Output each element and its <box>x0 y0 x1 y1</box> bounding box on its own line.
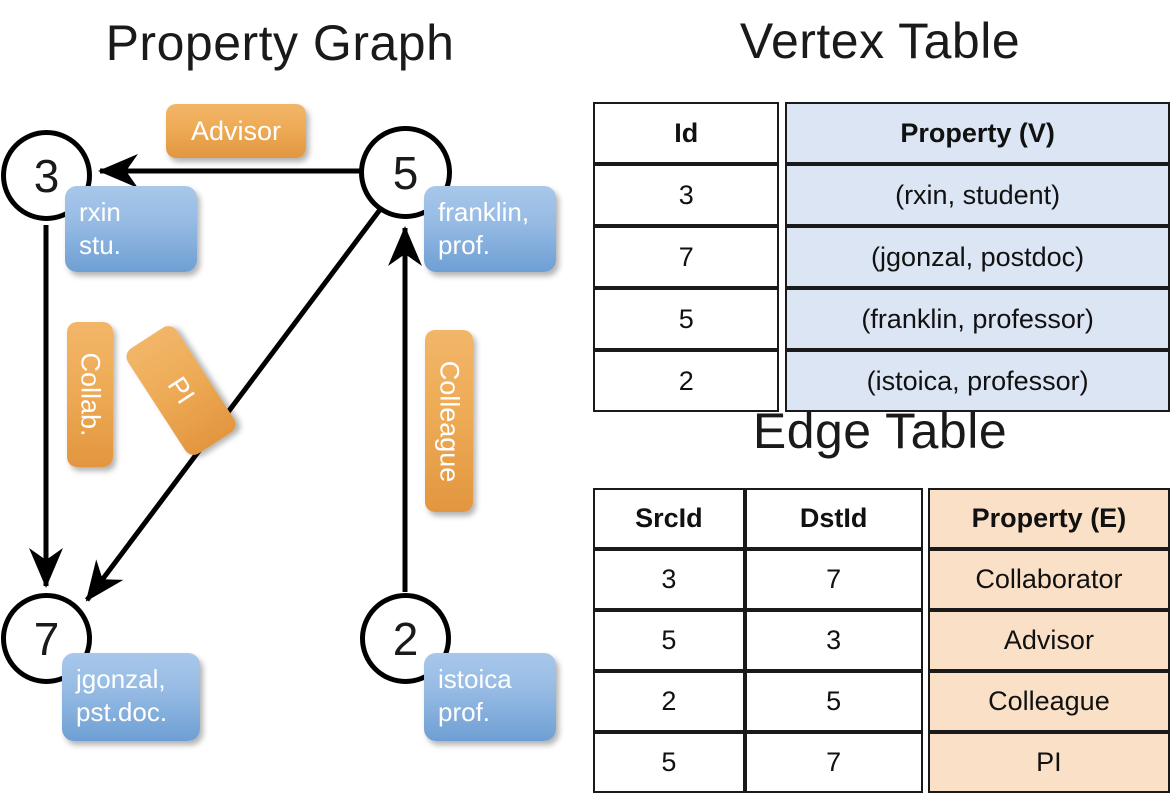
edge-row-1-dst: 3 <box>744 610 923 671</box>
node-property-box-5: franklin, prof. <box>424 186 556 272</box>
edge-row-0-property: Collaborator <box>927 549 1170 610</box>
vertex-table-column-gap <box>779 102 786 164</box>
node-property-3-line2: stu. <box>79 230 121 261</box>
edge-row-0-src: 3 <box>593 549 745 610</box>
edge-table-header-property: Property (E) <box>927 488 1170 549</box>
edge-row-1-gap <box>922 610 928 671</box>
vertex-row-3-property: (istoica, professor) <box>785 350 1170 412</box>
vertex-row-3-id: 2 <box>593 350 780 412</box>
vertex-row-2-id: 5 <box>593 288 780 350</box>
graph-node-5-label: 5 <box>392 146 419 199</box>
table-row[interactable]: 5 (franklin, professor) <box>593 288 1170 350</box>
vertex-table: Id Property (V) 3 (rxin, student) 7 (jgo… <box>593 102 1170 412</box>
vertex-row-0-property: (rxin, student) <box>785 164 1170 226</box>
graph-edge-lines <box>29 154 422 602</box>
node-property-3-line1: rxin <box>79 197 121 227</box>
vertex-row-2-gap <box>779 288 786 350</box>
edge-table: SrcId DstId Property (E) 3 7 Collaborato… <box>593 488 1170 793</box>
edge-table-header-row: SrcId DstId Property (E) <box>593 488 1170 549</box>
edge-row-3-src: 5 <box>593 732 745 793</box>
edge-row-1-src: 5 <box>593 610 745 671</box>
edge-row-1-property: Advisor <box>927 610 1170 671</box>
vertex-row-2-property: (franklin, professor) <box>785 288 1170 350</box>
page-title-property-graph: Property Graph <box>105 15 455 71</box>
vertex-table-header-property: Property (V) <box>785 102 1170 164</box>
edge-line-5-to-7 <box>85 205 384 602</box>
edge-row-3-dst: 7 <box>744 732 923 793</box>
graph-node-2-label: 2 <box>392 612 419 665</box>
edge-label-pi-text: PI <box>161 371 201 410</box>
graph-node-7-label: 7 <box>33 612 60 665</box>
vertex-row-0-gap <box>779 164 786 226</box>
table-row[interactable]: 7 (jgonzal, postdoc) <box>593 226 1170 288</box>
page-title-edge-table: Edge Table <box>752 403 1008 459</box>
edge-row-2-dst: 5 <box>744 671 923 732</box>
edge-table-column-gap <box>922 488 928 549</box>
node-property-box-7: jgonzal, pst.doc. <box>62 653 200 741</box>
vertex-table-header-id: Id <box>593 102 780 164</box>
table-row[interactable]: 3 (rxin, student) <box>593 164 1170 226</box>
vertex-row-1-gap <box>779 226 786 288</box>
property-graph-diagram: 3 5 7 2 rxin stu. franklin, prof. jgonza… <box>0 0 585 760</box>
table-row[interactable]: 2 5 Colleague <box>593 671 1170 732</box>
node-property-7-line1: jgonzal, <box>76 664 166 694</box>
edge-label-advisor: Advisor <box>166 104 306 158</box>
table-row[interactable]: 3 7 Collaborator <box>593 549 1170 610</box>
edge-row-0-dst: 7 <box>744 549 923 610</box>
node-property-5-line2: prof. <box>438 230 491 261</box>
edge-label-advisor-text: Advisor <box>190 115 282 146</box>
node-property-5-line1: franklin, <box>438 197 530 227</box>
node-property-box-2: istoica prof. <box>424 653 556 741</box>
edge-row-0-gap <box>922 549 928 610</box>
node-property-2-line2: prof. <box>438 697 491 728</box>
vertex-row-0-id: 3 <box>593 164 780 226</box>
edge-row-2-gap <box>922 671 928 732</box>
edge-label-colleague-text: Colleague <box>434 360 465 482</box>
page-title-vertex-table: Vertex Table <box>739 13 1021 69</box>
vertex-row-1-id: 7 <box>593 226 780 288</box>
edge-label-collab-text: Collab. <box>75 352 106 437</box>
node-property-box-3: rxin stu. <box>65 186 197 272</box>
table-row[interactable]: 5 7 PI <box>593 732 1170 793</box>
vertex-table-header-row: Id Property (V) <box>593 102 1170 164</box>
vertex-row-1-property: (jgonzal, postdoc) <box>785 226 1170 288</box>
table-row[interactable]: 2 (istoica, professor) <box>593 350 1170 412</box>
vertex-row-3-gap <box>779 350 786 412</box>
graph-node-3-label: 3 <box>33 149 60 202</box>
table-row[interactable]: 5 3 Advisor <box>593 610 1170 671</box>
edge-row-2-src: 2 <box>593 671 745 732</box>
edge-row-2-property: Colleague <box>927 671 1170 732</box>
edge-label-collab: Collab. <box>67 322 113 467</box>
node-property-2-line1: istoica <box>438 664 512 694</box>
node-property-7-line2: pst.doc. <box>76 697 168 728</box>
edge-row-3-property: PI <box>927 732 1170 793</box>
edge-label-colleague: Colleague <box>425 330 473 512</box>
edge-table-header-srcid: SrcId <box>593 488 745 549</box>
edge-table-header-dstid: DstId <box>744 488 923 549</box>
